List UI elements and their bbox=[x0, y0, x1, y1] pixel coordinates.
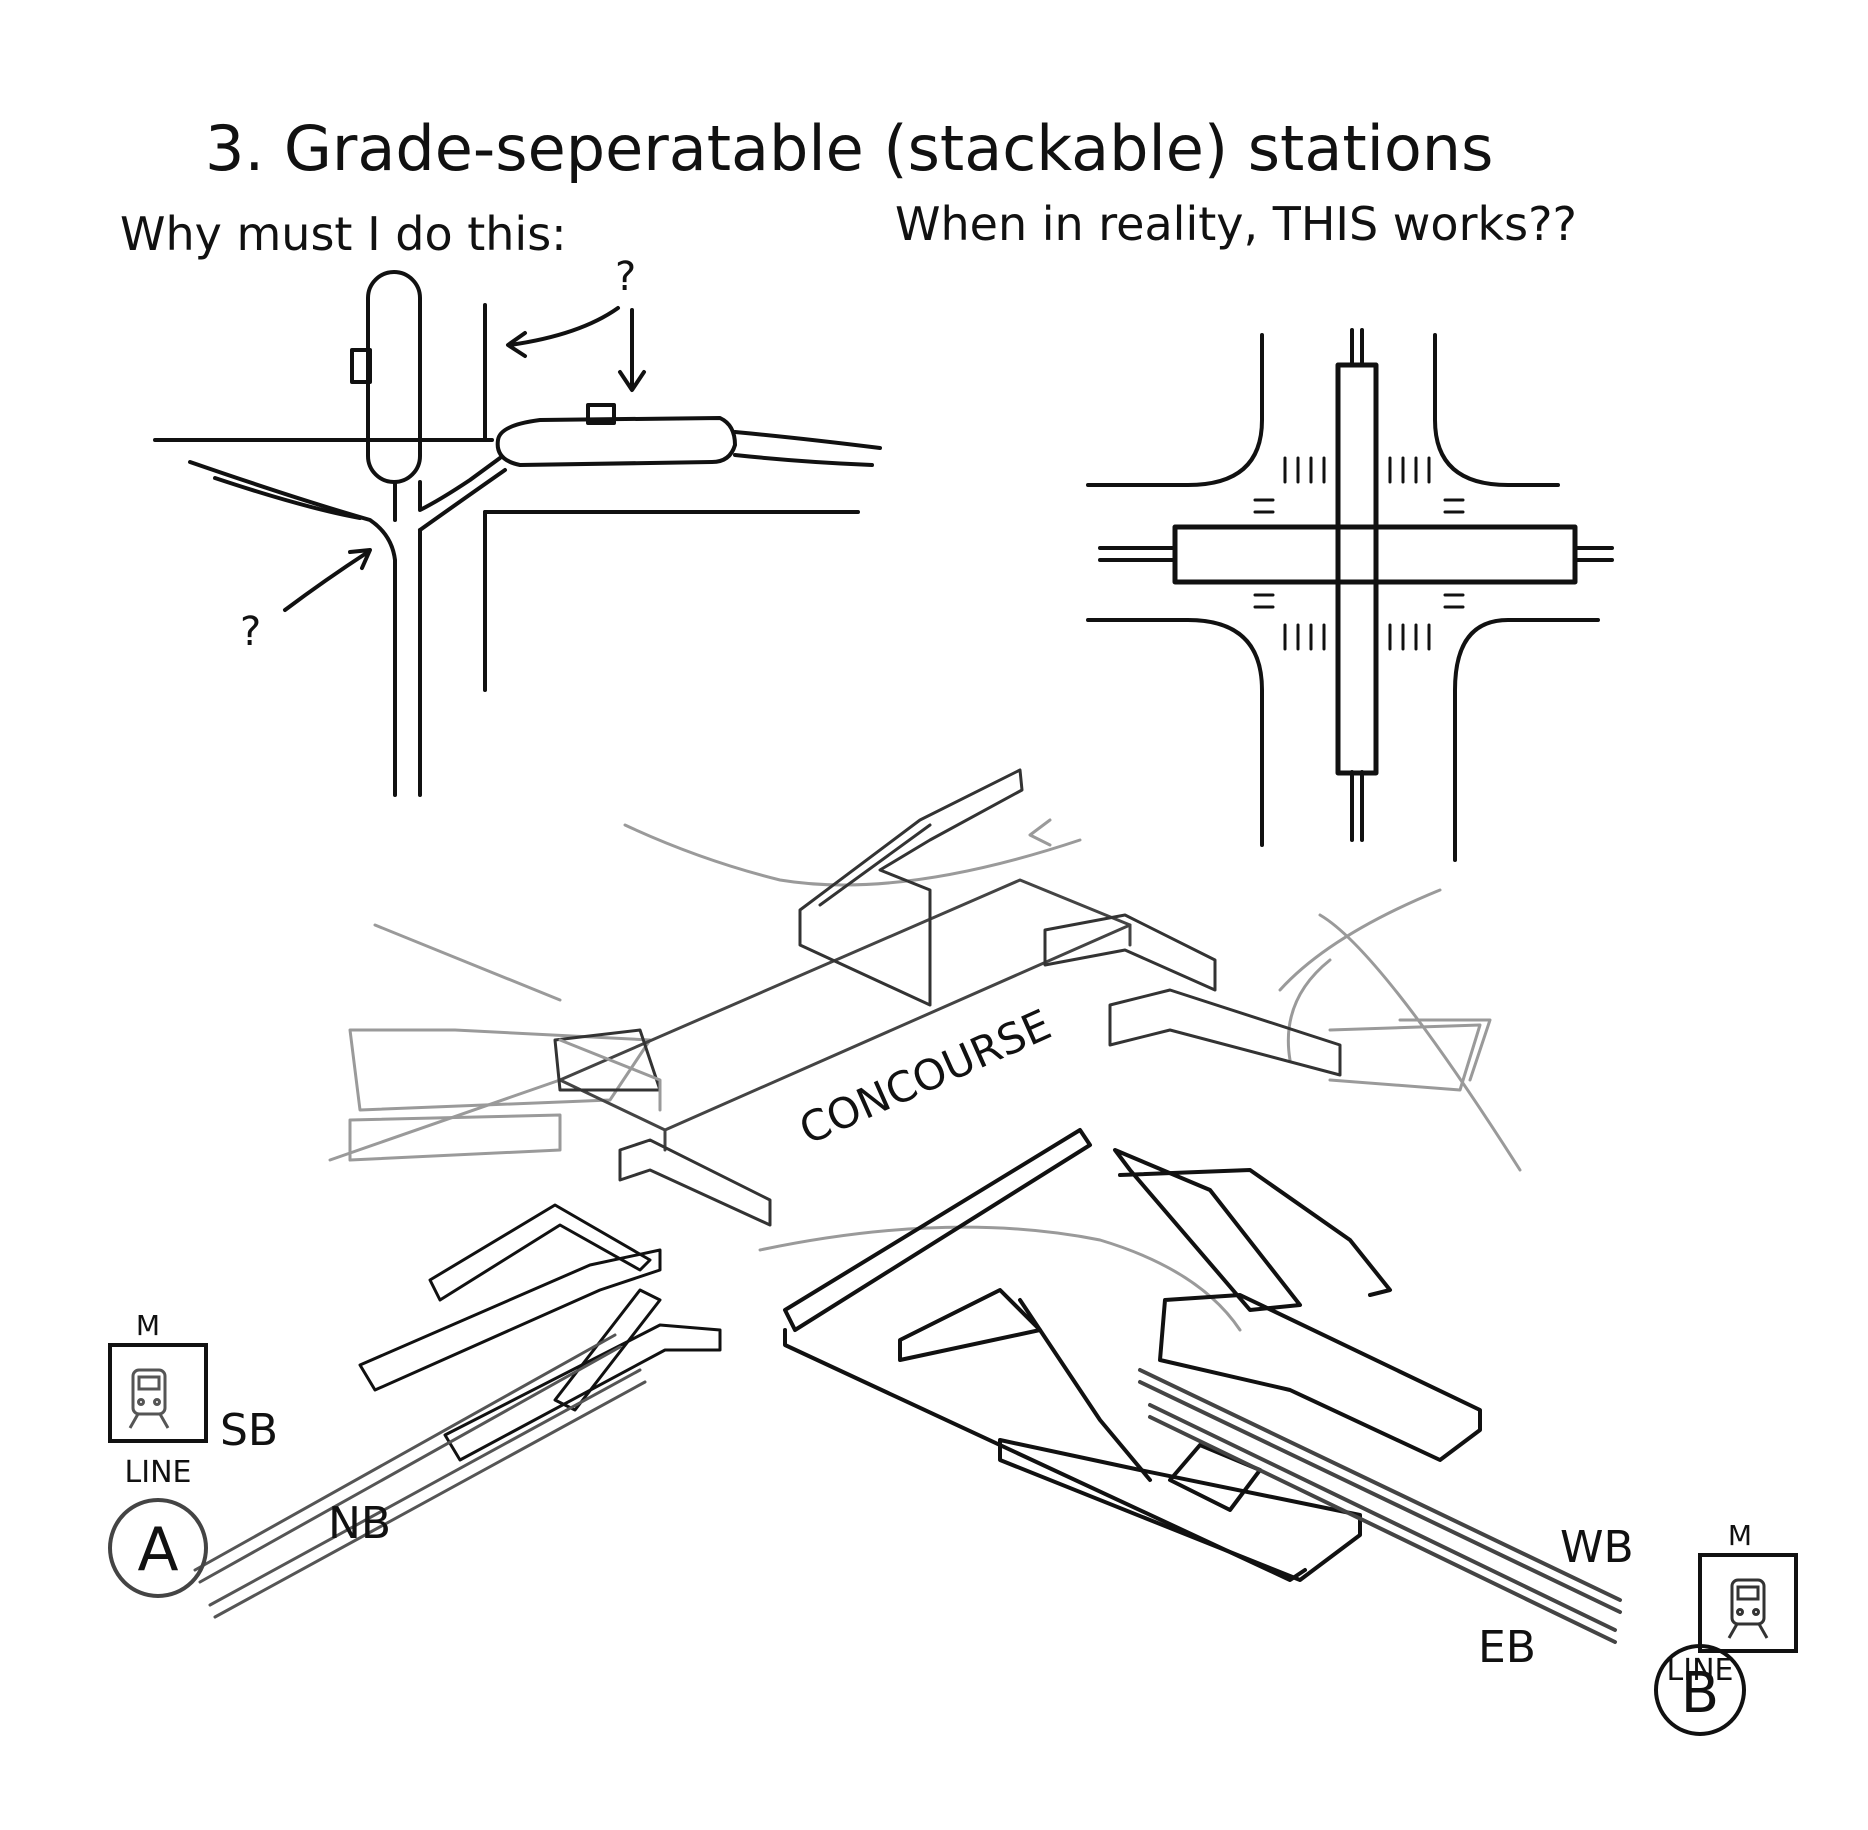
isometric-station: CONCOURSE bbox=[193, 768, 1622, 1644]
tunnel-left-outer bbox=[188, 460, 397, 797]
question-mark-lower: ? bbox=[240, 609, 261, 655]
left-sketch-awkward-transfer bbox=[153, 270, 882, 797]
line-b-word: LINE bbox=[1667, 1653, 1734, 1688]
tunnel-left-inner bbox=[213, 476, 362, 520]
track-b-right-lower bbox=[733, 453, 874, 467]
track-s bbox=[1350, 770, 1364, 842]
line-b-metro-box bbox=[1698, 1553, 1798, 1653]
curb-se bbox=[1453, 618, 1600, 862]
track-e bbox=[1573, 546, 1614, 562]
track-w bbox=[1098, 546, 1177, 562]
curb-nw bbox=[1086, 333, 1264, 487]
arrow-3-head bbox=[348, 548, 372, 570]
arrow-1-head bbox=[506, 331, 527, 358]
line-a-circle bbox=[108, 1498, 208, 1598]
line-b-dir-wb: WB bbox=[1560, 1522, 1634, 1573]
platform-a-pill bbox=[366, 270, 422, 484]
crosswalks bbox=[1253, 456, 1465, 651]
line-a-letter: A bbox=[137, 1515, 178, 1585]
platform-b-pill bbox=[495, 416, 737, 467]
line-b-letter: B bbox=[1681, 1661, 1719, 1726]
tunnel-b-link-lower bbox=[418, 468, 507, 532]
concourse-stairs bbox=[553, 768, 1342, 1227]
track-b-right-upper bbox=[733, 430, 882, 450]
curb-ne bbox=[1433, 333, 1560, 487]
line-a-dir-nb: NB bbox=[328, 1498, 391, 1549]
right-sketch-stacked-crossing bbox=[1086, 328, 1614, 862]
left-caption: Why must I do this: bbox=[120, 207, 567, 261]
page-title: 3. Grade-seperatable (stackable) station… bbox=[205, 112, 1493, 185]
far-blocks bbox=[348, 1018, 1492, 1162]
tunnel-b-link-upper bbox=[418, 456, 502, 512]
line-b-metro-letter: M bbox=[1728, 1519, 1752, 1552]
right-caption: When in reality, THIS works?? bbox=[895, 197, 1577, 251]
line-a-word: LINE bbox=[125, 1455, 192, 1490]
curb-sw bbox=[1086, 618, 1264, 847]
line-b-badge: M LINE B WB EB bbox=[1478, 1519, 1798, 1736]
station-north-south bbox=[1335, 362, 1379, 776]
arrow-1-shaft bbox=[508, 306, 620, 347]
track-n bbox=[1350, 328, 1364, 367]
line-b-circle bbox=[1654, 1644, 1746, 1736]
platform-a-stair bbox=[350, 348, 372, 384]
line-b-platform bbox=[783, 1128, 1622, 1644]
station-east-west bbox=[1172, 524, 1578, 585]
arrow-2-head bbox=[618, 370, 646, 392]
line-a-platform bbox=[193, 1203, 722, 1619]
line-a-metro-box bbox=[108, 1343, 208, 1443]
line-b-dir-eb: EB bbox=[1478, 1622, 1536, 1673]
line-a-train-icon bbox=[128, 1368, 170, 1429]
line-a-dir-sb: SB bbox=[220, 1405, 278, 1456]
platform-b-stair bbox=[586, 403, 616, 425]
line-a-metro-letter: M bbox=[136, 1309, 160, 1342]
question-mark-upper: ? bbox=[615, 254, 636, 300]
line-b-train-icon bbox=[1727, 1578, 1769, 1639]
line-a-badge: M LINE A SB NB bbox=[108, 1309, 391, 1598]
arrow-3-shaft bbox=[283, 550, 370, 612]
concourse-label: CONCOURSE bbox=[792, 1000, 1058, 1154]
street-guides bbox=[328, 818, 1522, 1332]
